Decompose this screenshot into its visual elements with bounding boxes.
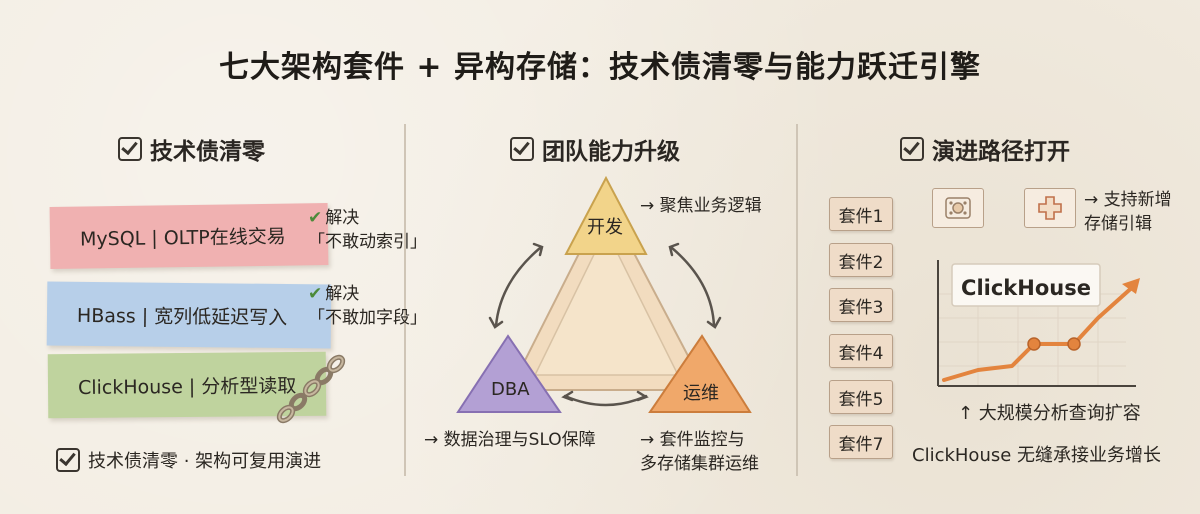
dev-annotation: → 聚焦业务逻辑 [640, 196, 762, 216]
solve-field-detail: 「不敢加字段」 [308, 308, 427, 328]
support-annotation: → 支持新增 存储引辑 [1084, 188, 1172, 236]
inner-triangle [533, 228, 680, 376]
tech-debt-heading: 技术债清零 [118, 132, 265, 166]
suite-4: 套件4 [829, 334, 893, 368]
team-triangle-diagram [456, 175, 752, 413]
section-divider-left [404, 124, 406, 476]
broken-chain-icon [276, 354, 346, 424]
page-title: 七大架构套件 + 异构存储：技术债清零与能力跃迁引擎 [218, 50, 982, 85]
suite-1: 套件1 [829, 197, 893, 231]
mysql-note: MySQL | OLTP在线交易 [49, 203, 329, 269]
clickhouse-note-label: ClickHouse | 分析型读取 [77, 374, 297, 399]
clickhouse-card [951, 263, 1101, 307]
support-line2: 存储引辑 [1084, 214, 1152, 234]
checkbox-icon [118, 137, 142, 161]
tech-debt-footer-text: 技术债清零 · 架构可复用演进 [88, 451, 322, 472]
growth-arrowhead [1122, 278, 1140, 294]
team-upgrade-heading: 团队能力升级 [510, 132, 680, 166]
plus-cross-icon [1024, 188, 1076, 228]
evolution-heading-text: 演进路径打开 [932, 139, 1070, 165]
growth-point [1027, 337, 1041, 351]
check-icon: ✔ [308, 208, 323, 228]
suite-5: 套件5 [829, 380, 893, 414]
solve-index-detail: 「不敢动索引」 [308, 232, 427, 252]
tech-debt-footer: 技术债清零 · 架构可复用演进 [56, 447, 321, 473]
hbase-note: HBass | 宽列低延迟写入 [46, 281, 332, 349]
suite-2: 套件2 [829, 243, 893, 277]
growth-point [1067, 337, 1081, 351]
cycle-arrows [488, 242, 722, 407]
suite-3: 套件3 [829, 288, 893, 322]
solve-index-title: 解决 [325, 208, 360, 228]
ops-annotation: → 套件监控与 多存储集群运维 [640, 428, 759, 476]
scale-note: ↑ 大规模分析查询扩容 [958, 403, 1141, 424]
dev-node [564, 175, 648, 255]
gear-grid-icon [932, 188, 984, 228]
team-upgrade-heading-text: 团队能力升级 [542, 139, 680, 165]
evolution-heading: 演进路径打开 [900, 132, 1070, 166]
hbase-note-label: HBass | 宽列低延迟写入 [76, 304, 288, 329]
solve-field-note: ✔解决 「不敢加字段」 [308, 282, 427, 330]
ops-node [648, 334, 752, 413]
dba-label: DBA [491, 379, 530, 400]
check-icon: ✔ [308, 284, 323, 304]
evolution-footer: ClickHouse 无缝承接业务增长 [912, 445, 1162, 466]
solve-index-note: ✔解决 「不敢动索引」 [308, 206, 427, 254]
suite-7: 套件7 [829, 425, 893, 459]
checkbox-icon [56, 448, 80, 472]
growth-chart [937, 260, 1140, 387]
ops-label: 运维 [683, 383, 719, 404]
ops-annotation-line1: → 套件监控与 [640, 430, 745, 450]
clickhouse-card-label: ClickHouse [961, 276, 1091, 300]
dba-node [456, 334, 562, 413]
tech-debt-heading-text: 技术债清零 [150, 139, 265, 165]
ops-annotation-line2: 多存储集群运维 [640, 454, 759, 474]
dba-annotation: → 数据治理与SLO保障 [424, 430, 596, 450]
checkbox-icon [510, 137, 534, 161]
mysql-note-label: MySQL | OLTP在线交易 [79, 225, 286, 251]
dev-label: 开发 [587, 217, 623, 238]
solve-field-title: 解决 [325, 284, 360, 304]
support-line1: → 支持新增 [1084, 190, 1172, 210]
section-divider-right [796, 124, 798, 476]
checkbox-icon [900, 137, 924, 161]
